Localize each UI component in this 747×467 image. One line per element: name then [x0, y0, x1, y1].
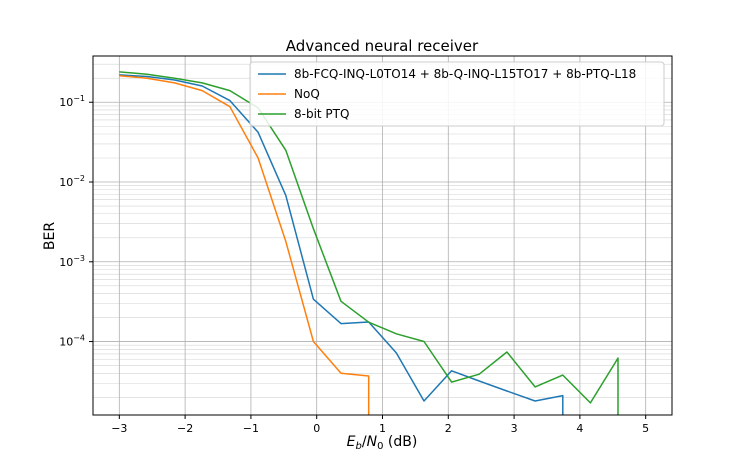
x-tick-label: 4 [576, 422, 583, 435]
y-tick-label: 10−1 [59, 94, 85, 109]
x-tick-label: −1 [243, 422, 259, 435]
x-tick-label: 3 [511, 422, 518, 435]
x-tick-label: 1 [379, 422, 386, 435]
y-tick-label: 10−4 [59, 334, 85, 349]
legend-label: NoQ [294, 87, 320, 101]
x-tick-label: −2 [177, 422, 193, 435]
y-tick-label: 10−2 [59, 174, 85, 189]
grid [93, 56, 672, 415]
legend-label: 8-bit PTQ [294, 107, 349, 121]
chart-title: Advanced neural receiver [286, 37, 479, 55]
x-tick-label: −3 [111, 422, 127, 435]
x-tick-label: 2 [445, 422, 452, 435]
series-line [119, 74, 370, 415]
legend: 8b-FCQ-INQ-L0TO14 + 8b-Q-INQ-L15TO17 + 8… [249, 61, 665, 127]
axis-ticks: 10−4 10−3 10−2 10−1 −3 −2 −1 0 1 2 3 4 5 [59, 94, 649, 435]
x-tick-label: 0 [313, 422, 320, 435]
x-axis-label: Eb/N0 (dB) [347, 434, 418, 452]
x-tick-label: 5 [642, 422, 649, 435]
legend-label: 8b-FCQ-INQ-L0TO14 + 8b-Q-INQ-L15TO17 + 8… [294, 67, 636, 81]
series-lines [119, 71, 619, 415]
legend-box [249, 61, 665, 127]
y-tick-label: 10−3 [59, 254, 85, 269]
y-axis-label: BER [42, 222, 58, 250]
series-line [119, 71, 619, 415]
series-line [119, 74, 564, 415]
